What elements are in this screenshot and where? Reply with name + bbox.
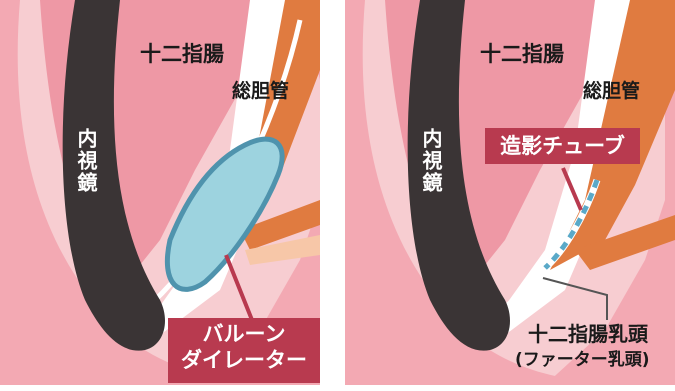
duodenal-wall: [0, 0, 320, 385]
left-endoscope-label: 内視鏡: [74, 128, 98, 194]
contrast-tube-callout: 造影チューブ: [485, 128, 640, 164]
right-bile-duct-label: 総胆管: [583, 80, 641, 102]
balloon-dilator-callout: バルーン ダイレーター: [168, 318, 320, 383]
balloon-callout-line1: バルーン: [202, 322, 286, 346]
left-duodenum-label: 十二指腸: [140, 42, 224, 66]
right-panel: 十二指腸 総胆管 内視鏡 造影チューブ 十二指腸乳頭 (ファーター乳頭): [345, 0, 675, 385]
papilla-sublabel: (ファーター乳頭): [515, 350, 650, 370]
left-bile-duct-label: 総胆管: [232, 80, 290, 102]
endoscope: [62, 0, 165, 351]
pancreatic-duct: [575, 215, 675, 270]
contrast-tube-outline: [542, 178, 601, 271]
balloon-dilator: [164, 136, 285, 292]
pancreatic-duct: [240, 200, 320, 250]
right-tissue: [200, 0, 320, 385]
balloon-callout-line2: ダイレーター: [181, 348, 307, 373]
left-panel: 十二指腸 総胆管 内視鏡 バルーン ダイレーター: [0, 0, 320, 385]
duct-edge: [245, 235, 320, 265]
right-tissue: [545, 0, 675, 385]
balloon-leader-line: [224, 254, 254, 321]
right-duodenum-label: 十二指腸: [480, 42, 564, 66]
papilla-label: 十二指腸乳頭: [528, 322, 648, 346]
endoscope: [407, 0, 510, 351]
papilla-leader-line: [542, 277, 608, 320]
right-endoscope-label: 内視鏡: [419, 128, 443, 194]
left-illustration: [0, 0, 320, 385]
tube-leader-line: [561, 167, 583, 211]
duodenal-wall: [345, 0, 665, 385]
